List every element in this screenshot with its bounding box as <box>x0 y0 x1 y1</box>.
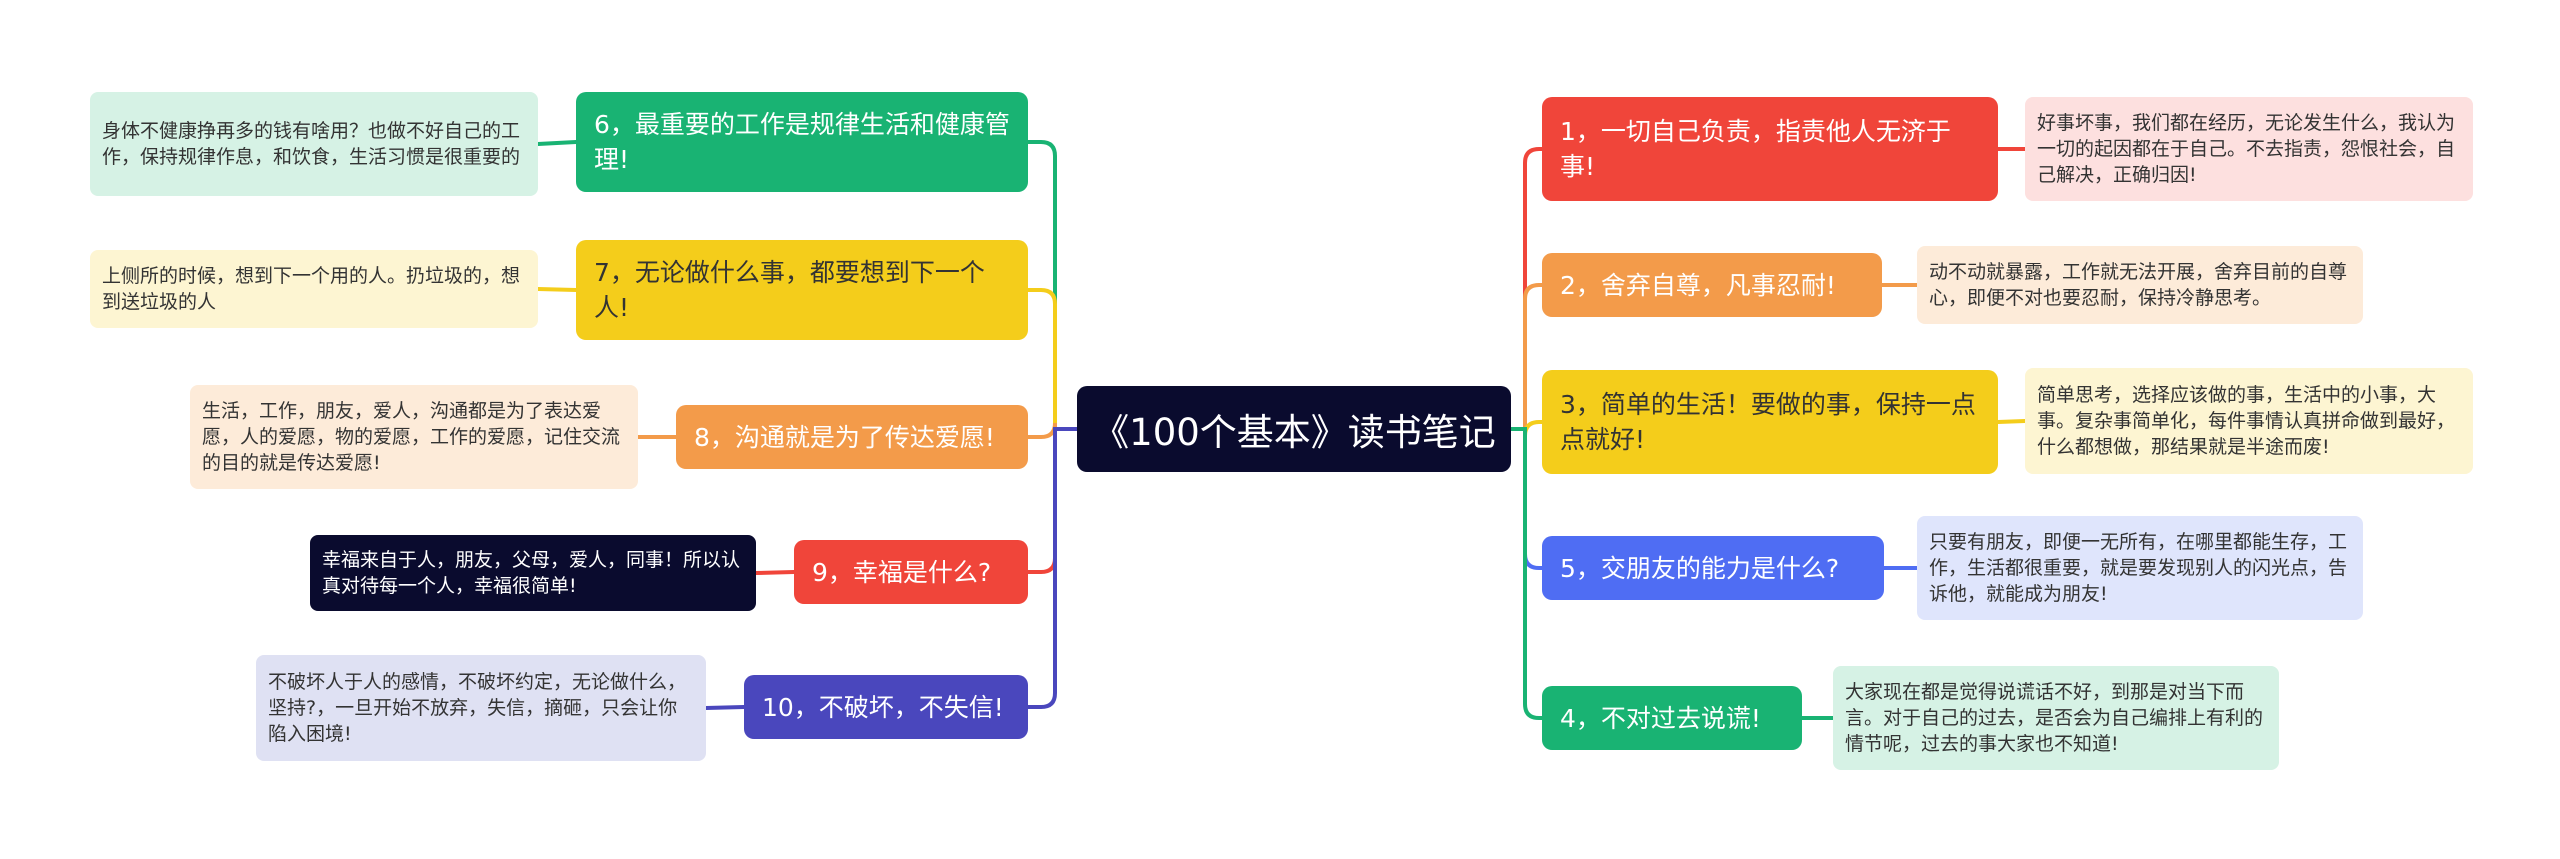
note-6-text: 身体不健康挣再多的钱有啥用？也做不好自己的工作，保持规律作息，和饮食，生活习惯是… <box>102 120 521 168</box>
note-5-text: 只要有朋友，即便一无所有，在哪里都能生存，工作，生活都很重要，就是要发现别人的闪… <box>1929 531 2348 605</box>
connector-left-4 <box>1026 427 1079 709</box>
note-3[interactable]: 简单思考，选择应该做的事，生活中的小事，大事。复杂事简单化，每件事情认真拼命做到… <box>2025 368 2473 474</box>
note-4[interactable]: 大家现在都是觉得说谎话不好，到那是对当下而言。对于自己的过去，是否会为自己编排上… <box>1833 666 2279 770</box>
connector-left-0 <box>1026 140 1079 431</box>
note-1[interactable]: 好事坏事，我们都在经历，无论发生什么，我认为一切的起因都在于自己。不去指责，怨恨… <box>2025 97 2473 201</box>
topic-6-label: 6，最重要的工作是规律生活和健康管理! <box>594 110 1010 174</box>
topic-1-label: 1，一切自己负责，指责他人无济于事! <box>1560 117 1951 181</box>
connector-left-1 <box>1026 288 1079 431</box>
note-4-text: 大家现在都是觉得说谎话不好，到那是对当下而言。对于自己的过去，是否会为自己编排上… <box>1845 681 2264 755</box>
topic-5[interactable]: 5，交朋友的能力是什么? <box>1542 536 1884 600</box>
connector-right-4 <box>1509 427 1544 720</box>
topic-1[interactable]: 1，一切自己负责，指责他人无济于事! <box>1542 97 1998 201</box>
topic-7-label: 7，无论做什么事，都要想到下一个人! <box>594 258 985 322</box>
note-5[interactable]: 只要有朋友，即便一无所有，在哪里都能生存，工作，生活都很重要，就是要发现别人的闪… <box>1917 516 2363 620</box>
topic-10-label: 10，不破坏，不失信! <box>762 692 1004 722</box>
central-topic-label: 《100个基本》读书笔记 <box>1092 411 1496 454</box>
connector-right-0 <box>1509 147 1544 431</box>
note-3-text: 简单思考，选择应该做的事，生活中的小事，大事。复杂事简单化，每件事情认真拼命做到… <box>2037 384 2456 458</box>
connector-note-left-0 <box>536 140 578 146</box>
topic-3[interactable]: 3，简单的生活！要做的事，保持一点点就好! <box>1542 370 1998 474</box>
note-1-text: 好事坏事，我们都在经历，无论发生什么，我认为一切的起因都在于自己。不去指责，怨恨… <box>2037 112 2456 186</box>
topic-4[interactable]: 4，不对过去说谎! <box>1542 686 1802 750</box>
topic-8[interactable]: 8，沟通就是为了传达爱愿! <box>676 405 1028 469</box>
topic-9-label: 9，幸福是什么? <box>812 557 992 587</box>
note-10[interactable]: 不破坏人于人的感情，不破坏约定，无论做什么，坚持?，一旦开始不放弃，失信，摘砸，… <box>256 655 706 761</box>
central-topic[interactable]: 《100个基本》读书笔记 <box>1077 386 1511 472</box>
connector-right-1 <box>1509 283 1544 431</box>
note-8[interactable]: 生活，工作，朋友，爱人，沟通都是为了表达爱愿，人的爱愿，物的爱愿，工作的爱愿，记… <box>190 385 638 489</box>
connector-note-right-2 <box>1996 419 2027 424</box>
topic-8-label: 8，沟通就是为了传达爱愿! <box>694 422 995 452</box>
note-7[interactable]: 上侧所的时候，想到下一个用的人。扔垃圾的，想到送垃圾的人 <box>90 250 538 328</box>
note-7-text: 上侧所的时候，想到下一个用的人。扔垃圾的，想到送垃圾的人 <box>102 265 521 313</box>
connector-left-3 <box>1026 427 1079 574</box>
topic-2-label: 2，舍弃自尊，凡事忍耐! <box>1560 270 1836 300</box>
note-2[interactable]: 动不动就暴露，工作就无法开展，舍弃目前的自尊心，即便不对也要忍耐，保持冷静思考。 <box>1917 246 2363 324</box>
connector-note-left-1 <box>536 287 578 292</box>
topic-5-label: 5，交朋友的能力是什么? <box>1560 553 1840 583</box>
connector-note-left-4 <box>704 705 746 710</box>
topic-6[interactable]: 6，最重要的工作是规律生活和健康管理! <box>576 92 1028 192</box>
topic-9[interactable]: 9，幸福是什么? <box>794 540 1028 604</box>
note-6[interactable]: 身体不健康挣再多的钱有啥用？也做不好自己的工作，保持规律作息，和饮食，生活习惯是… <box>90 92 538 196</box>
note-2-text: 动不动就暴露，工作就无法开展，舍弃目前的自尊心，即便不对也要忍耐，保持冷静思考。 <box>1929 261 2348 309</box>
topic-4-label: 4，不对过去说谎! <box>1560 703 1761 733</box>
note-8-text: 生活，工作，朋友，爱人，沟通都是为了表达爱愿，人的爱愿，物的爱愿，工作的爱愿，记… <box>202 400 621 474</box>
note-9[interactable]: 幸福来自于人，朋友，父母，爱人，同事！所以认真对待每一个人，幸福很简单! <box>310 535 756 611</box>
topic-10[interactable]: 10，不破坏，不失信! <box>744 675 1028 739</box>
topic-3-label: 3，简单的生活！要做的事，保持一点点就好! <box>1560 390 1976 454</box>
note-10-text: 不破坏人于人的感情，不破坏约定，无论做什么，坚持?，一旦开始不放弃，失信，摘砸，… <box>268 671 687 745</box>
connector-left-2 <box>1026 422 1079 439</box>
topic-7[interactable]: 7，无论做什么事，都要想到下一个人! <box>576 240 1028 340</box>
topic-2[interactable]: 2，舍弃自尊，凡事忍耐! <box>1542 253 1882 317</box>
connector-note-left-3 <box>754 570 796 575</box>
note-9-text: 幸福来自于人，朋友，父母，爱人，同事！所以认真对待每一个人，幸福很简单! <box>322 549 741 597</box>
